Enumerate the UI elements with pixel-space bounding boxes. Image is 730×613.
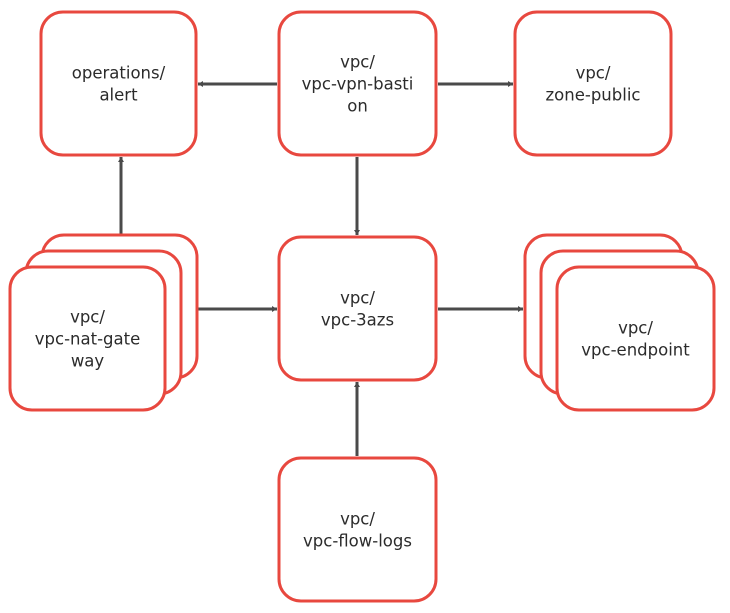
arrowhead bbox=[118, 157, 124, 162]
edge-vpc-nat-gateway-to-operations-alert bbox=[118, 157, 124, 235]
node-label-line: vpc-vpn-basti bbox=[302, 75, 414, 94]
edge-vpc-flow-logs-to-vpc-3azs bbox=[354, 382, 360, 456]
node-box bbox=[513, 10, 673, 157]
node-label-line: vpc-nat-gate bbox=[35, 330, 140, 349]
node-label-line: vpc/ bbox=[340, 289, 375, 308]
node-box bbox=[277, 10, 438, 157]
node-label-line: vpc/ bbox=[70, 308, 105, 327]
arrowhead bbox=[508, 81, 513, 87]
edges-layer bbox=[118, 81, 523, 456]
node-label-line: operations/ bbox=[72, 64, 166, 83]
node-label-line: vpc-endpoint bbox=[581, 341, 690, 360]
node-label-line: zone-public bbox=[546, 86, 641, 105]
node-label-line: vpc/ bbox=[340, 510, 375, 529]
edge-vpc-vpn-bastion-to-vpc-3azs bbox=[354, 157, 360, 235]
node-box bbox=[555, 265, 716, 412]
edge-vpc-nat-gateway-to-vpc-3azs bbox=[197, 306, 277, 312]
node-label-line: way bbox=[71, 352, 105, 371]
nodes-layer: operations/alert vpc/vpc-vpn-basti on vpc/z… bbox=[8, 10, 716, 603]
node-vpc-nat-gateway: vpc/vpc-nat-gate way bbox=[8, 233, 199, 412]
arrowhead bbox=[354, 382, 360, 387]
node-label-line: vpc-flow-logs bbox=[303, 532, 412, 551]
node-vpc-vpn-bastion: vpc/vpc-vpn-basti on bbox=[277, 10, 438, 157]
arrowhead bbox=[354, 230, 360, 235]
node-label-line: on bbox=[347, 97, 368, 116]
node-box bbox=[277, 235, 438, 382]
edge-vpc-vpn-bastion-to-operations-alert bbox=[198, 81, 277, 87]
node-box bbox=[39, 10, 198, 157]
node-box bbox=[277, 456, 438, 603]
arrowhead bbox=[518, 306, 523, 312]
arrowhead bbox=[272, 306, 277, 312]
node-label-line: vpc/ bbox=[618, 319, 653, 338]
node-label-line: vpc/ bbox=[340, 53, 375, 72]
node-operations-alert: operations/alert bbox=[39, 10, 198, 157]
node-vpc-flow-logs: vpc/vpc-flow-logs bbox=[277, 456, 438, 603]
node-zone-public: vpc/zone-public bbox=[513, 10, 673, 157]
node-box bbox=[8, 265, 167, 412]
node-vpc-endpoint: vpc/vpc-endpoint bbox=[523, 233, 716, 412]
node-label-line: alert bbox=[99, 86, 138, 105]
arrowhead bbox=[198, 81, 203, 87]
node-vpc-3azs: vpc/vpc-3azs bbox=[277, 235, 438, 382]
node-label-line: vpc-3azs bbox=[321, 311, 394, 330]
edge-vpc-vpn-bastion-to-zone-public bbox=[438, 81, 513, 87]
edge-vpc-3azs-to-vpc-endpoint bbox=[438, 306, 523, 312]
node-label-line: vpc/ bbox=[576, 64, 611, 83]
